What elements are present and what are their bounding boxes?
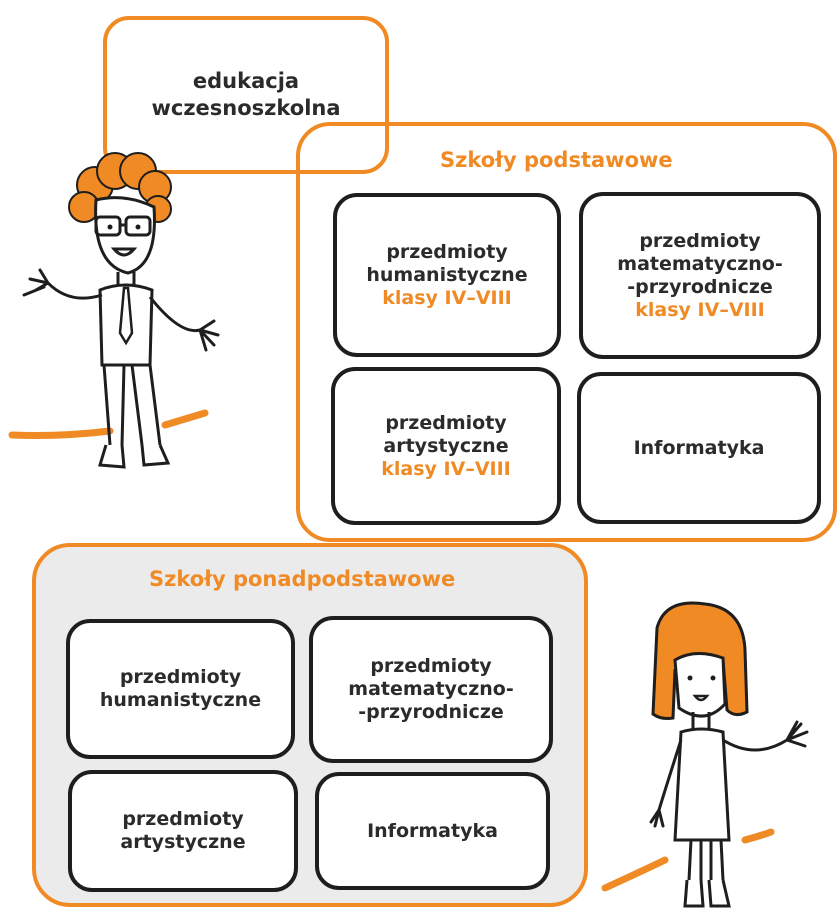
secondary-card-informatics: Informatyka xyxy=(315,772,550,890)
early-education-line-1: edukacja xyxy=(192,69,300,93)
grade-label: klasy IV–VIII xyxy=(635,298,765,321)
primary-card-arts: przedmioty artystyczne klasy IV–VIII xyxy=(331,367,561,525)
early-education-box: edukacja wczesnoszkolna xyxy=(103,16,389,174)
card-line: artystyczne xyxy=(120,831,246,853)
card-line: przedmioty xyxy=(639,229,761,252)
secondary-schools-title: Szkoły ponadpodstawowe xyxy=(149,567,456,591)
primary-schools-panel xyxy=(296,122,837,542)
secondary-card-humanities: przedmioty humanistyczne xyxy=(66,619,295,759)
primary-card-informatics: Informatyka xyxy=(577,372,821,524)
card-line: matematyczno- xyxy=(617,252,783,275)
card-line: przedmioty xyxy=(119,666,242,688)
grade-label: klasy IV–VIII xyxy=(381,457,511,480)
secondary-card-arts: przedmioty artystyczne xyxy=(68,770,298,892)
card-line: przedmioty xyxy=(386,240,508,263)
early-education-line-2: wczesnoszkolna xyxy=(151,96,341,120)
card-line: przedmioty xyxy=(370,655,492,677)
card-line: -przyrodnicze xyxy=(627,275,773,298)
card-line: przedmioty xyxy=(385,411,507,434)
primary-card-math-science: przedmioty matematyczno- -przyrodnicze k… xyxy=(579,192,821,359)
card-line: -przyrodnicze xyxy=(358,701,504,723)
card-line: matematyczno- xyxy=(348,678,514,700)
grade-label: klasy IV–VIII xyxy=(382,286,512,309)
teacher-woman-figure xyxy=(601,601,809,908)
primary-schools-title: Szkoły podstawowe xyxy=(440,148,673,172)
card-line: przedmioty xyxy=(122,808,244,830)
card-line: Informatyka xyxy=(633,436,765,459)
primary-card-humanities: przedmioty humanistyczne klasy IV–VIII xyxy=(333,193,561,357)
secondary-card-math-science: przedmioty matematyczno- -przyrodnicze xyxy=(309,616,553,763)
card-line: humanistyczne xyxy=(99,689,262,711)
card-line: artystyczne xyxy=(383,434,509,457)
card-line: Informatyka xyxy=(367,819,498,842)
teacher-man-figure xyxy=(8,152,220,469)
card-line: humanistyczne xyxy=(366,263,528,286)
